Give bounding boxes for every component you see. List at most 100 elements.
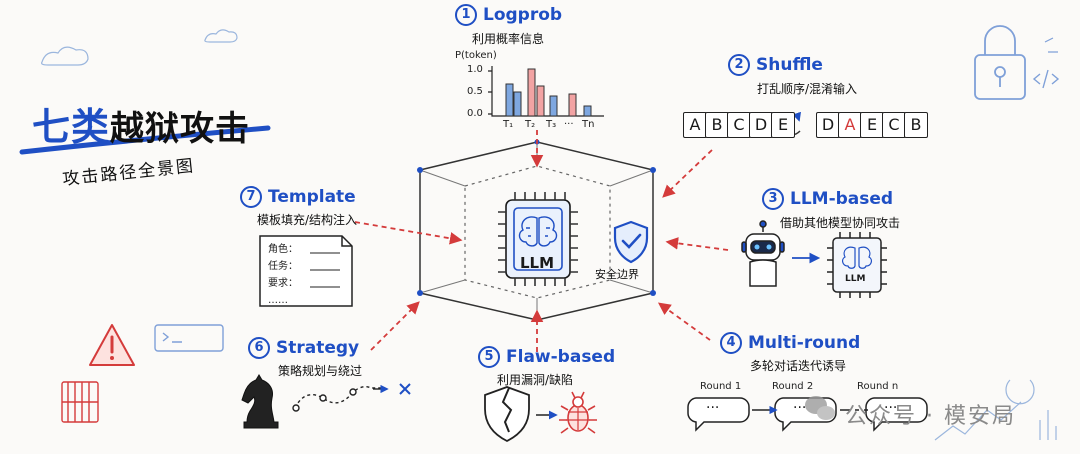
logprob-bar (568, 93, 577, 117)
letter-box: A (838, 112, 862, 138)
wechat-icon (805, 396, 835, 420)
title-underline (19, 125, 271, 155)
node-1-heading: 1 Logprob (455, 4, 562, 26)
chart-xtick: ··· (564, 119, 574, 130)
node-5-number: 5 (478, 346, 500, 368)
title-tail: 越狱攻击 (110, 109, 251, 149)
brain-icon (518, 216, 558, 247)
warning-icon (89, 324, 135, 366)
watermark: 公众号 · 模安局 (845, 404, 1016, 429)
round-label: Round 2 (772, 381, 814, 392)
node-4-desc: 多轮对话迭代诱导 (750, 359, 847, 373)
node-4-name: Multi-round (748, 333, 861, 353)
terminal-icon (154, 324, 224, 352)
logprob-bar (527, 68, 536, 117)
round-bubble-text: ··· (793, 400, 807, 416)
node-7-name: Template (268, 187, 356, 207)
chess-knight-icon (241, 374, 279, 429)
letter-box: C (727, 112, 751, 138)
node-5-heading: 5 Flaw-based (478, 346, 615, 368)
chart-ytick: 1.0 (467, 64, 483, 75)
cloud-decoration (41, 29, 238, 66)
node-3-number: 3 (762, 188, 784, 210)
lock-icon (974, 25, 1060, 100)
letter-box: D (816, 112, 840, 138)
node-1-name: Logprob (483, 5, 563, 25)
logprob-bar (505, 83, 514, 117)
round-label: Round n (857, 381, 899, 392)
chart-ytick: 0.0 (467, 108, 483, 119)
round-label: Round 1 (700, 381, 742, 392)
round-bubble-text: ··· (884, 400, 898, 416)
node-6-number: 6 (248, 337, 270, 359)
small-llm-chip-label: LLM (845, 274, 866, 284)
chart-xtick: T₁ (503, 119, 514, 130)
letter-box: A (683, 112, 707, 138)
llm-chip (498, 192, 578, 286)
logprob-bar (583, 105, 592, 117)
logprob-bar (513, 91, 522, 117)
letter-box: E (771, 112, 795, 138)
chart-xtick: T₂ (525, 119, 536, 130)
strategy-target-x-icon (399, 383, 411, 395)
letter-box: D (749, 112, 773, 138)
node-6-name: Strategy (276, 338, 360, 358)
node-2-name: Shuffle (756, 55, 823, 75)
llm-chip-label: LLM (520, 254, 555, 272)
attack-arrows (354, 130, 729, 352)
robot-icon (741, 220, 785, 287)
node-3-name: LLM-based (790, 189, 894, 209)
chart-ytick: 0.5 (467, 86, 483, 97)
arrow-llmbased (665, 237, 729, 251)
node-5-desc: 利用漏洞/缺陷 (497, 373, 574, 387)
chart-xtick: T₃ (546, 119, 557, 130)
chart-ylabel: P(token) (455, 50, 497, 61)
node-3-desc: 借助其他模型协同攻击 (780, 216, 901, 230)
node-7-heading: 7 Template (240, 186, 356, 208)
arrow-strategy (370, 301, 420, 351)
node-2-desc: 打乱顺序/混淆输入 (757, 82, 858, 96)
round-bubbles (687, 397, 928, 432)
diagram-title: 七类越狱攻击 (32, 96, 250, 151)
logprob-bars (505, 68, 592, 117)
template-line: 要求： (268, 278, 298, 289)
logprob-bar (549, 95, 558, 117)
strategy-path-dots (292, 388, 357, 412)
node-2-number: 2 (728, 54, 750, 76)
node-4-number: 4 (720, 332, 742, 354)
barricade-icon (61, 381, 99, 423)
letter-box: B (904, 112, 928, 138)
cracked-shield-icon (484, 386, 530, 443)
chart-xtick: Tn (582, 119, 595, 130)
letter-box: B (705, 112, 729, 138)
template-line: 任务： (268, 261, 298, 272)
arrow-multiround (657, 302, 711, 341)
chart-decoration-icon (934, 379, 1057, 441)
node-7-number: 7 (240, 186, 262, 208)
template-line: 角色： (268, 244, 298, 255)
node-1-desc: 利用概率信息 (472, 32, 545, 46)
node-3-heading: 3 LLM-based (762, 188, 893, 210)
node-6-desc: 策略规划与绕过 (278, 364, 363, 378)
small-llm-chip (827, 232, 887, 298)
letter-box: E (860, 112, 884, 138)
template-lines: 角色： 任务： 要求： …… (268, 241, 298, 309)
node-5-name: Flaw-based (506, 347, 616, 367)
node-4-heading: 4 Multi-round (720, 332, 860, 354)
arrow-shuffle (662, 149, 713, 198)
node-1-number: 1 (455, 4, 477, 26)
arrow-template (354, 221, 463, 245)
shield-label: 安全边界 (595, 268, 639, 281)
logprob-chart-axes (488, 66, 604, 117)
bug-icon (559, 391, 597, 434)
letter-box: C (882, 112, 906, 138)
template-line: …… (268, 295, 288, 306)
node-6-heading: 6 Strategy (248, 337, 359, 359)
round-bubble-text: ··· (706, 400, 720, 416)
shield-icon (613, 220, 649, 264)
node-7-desc: 模板填充/结构注入 (257, 213, 358, 227)
strategy-path (294, 385, 385, 409)
node-2-heading: 2 Shuffle (728, 54, 823, 76)
